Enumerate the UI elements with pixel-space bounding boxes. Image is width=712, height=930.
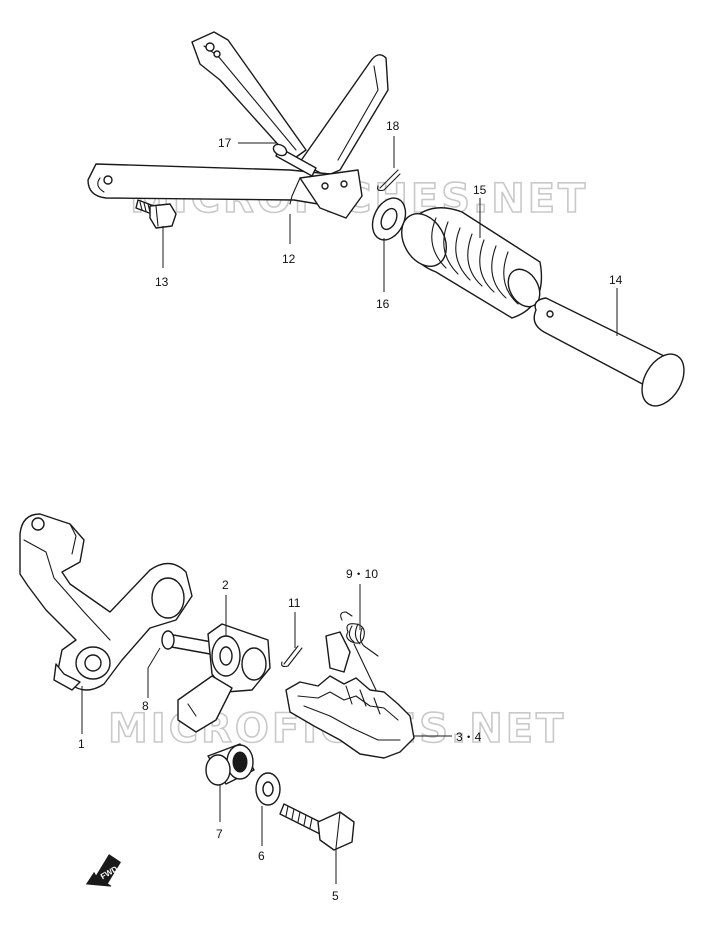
part-6-washer — [255, 772, 281, 806]
leader-lines — [81, 136, 618, 884]
callout-15: 15 — [473, 183, 487, 197]
part-1-footrest-bracket — [19, 513, 193, 691]
callout-7: 7 — [216, 827, 223, 841]
part-5-bolt — [279, 803, 355, 851]
part-7-bushing — [205, 743, 255, 786]
part-3-4-footpeg — [285, 631, 415, 759]
callout-14: 14 — [609, 273, 623, 287]
part-16-washer — [371, 197, 407, 241]
part-17-pin — [272, 143, 317, 177]
part-2-peg-bracket — [177, 623, 271, 733]
callout-12: 12 — [282, 252, 296, 266]
callout-13: 13 — [155, 275, 169, 289]
callout-9-10: 9・10 — [346, 567, 378, 581]
part-9-10-spring — [340, 611, 379, 691]
part-14-peg-pin — [533, 297, 685, 407]
callout-18: 18 — [386, 119, 400, 133]
callout-17: 17 — [218, 136, 232, 150]
callout-1: 1 — [78, 737, 85, 751]
callout-6: 6 — [258, 849, 265, 863]
callout-16: 16 — [376, 297, 390, 311]
callout-5: 5 — [332, 889, 339, 903]
fwd-arrow-icon: FWD — [85, 854, 121, 887]
part-18-cotter-pin — [377, 169, 401, 192]
callout-2: 2 — [222, 578, 229, 592]
callout-8: 8 — [142, 699, 149, 713]
part-11-cotter-pin — [281, 645, 303, 668]
part-13-bolt — [135, 199, 177, 229]
part-12-bracket — [87, 31, 389, 219]
callout-11: 11 — [288, 596, 301, 610]
callout-3-4: 3・4 — [456, 730, 482, 744]
part-15-rubber-grip — [401, 207, 543, 319]
